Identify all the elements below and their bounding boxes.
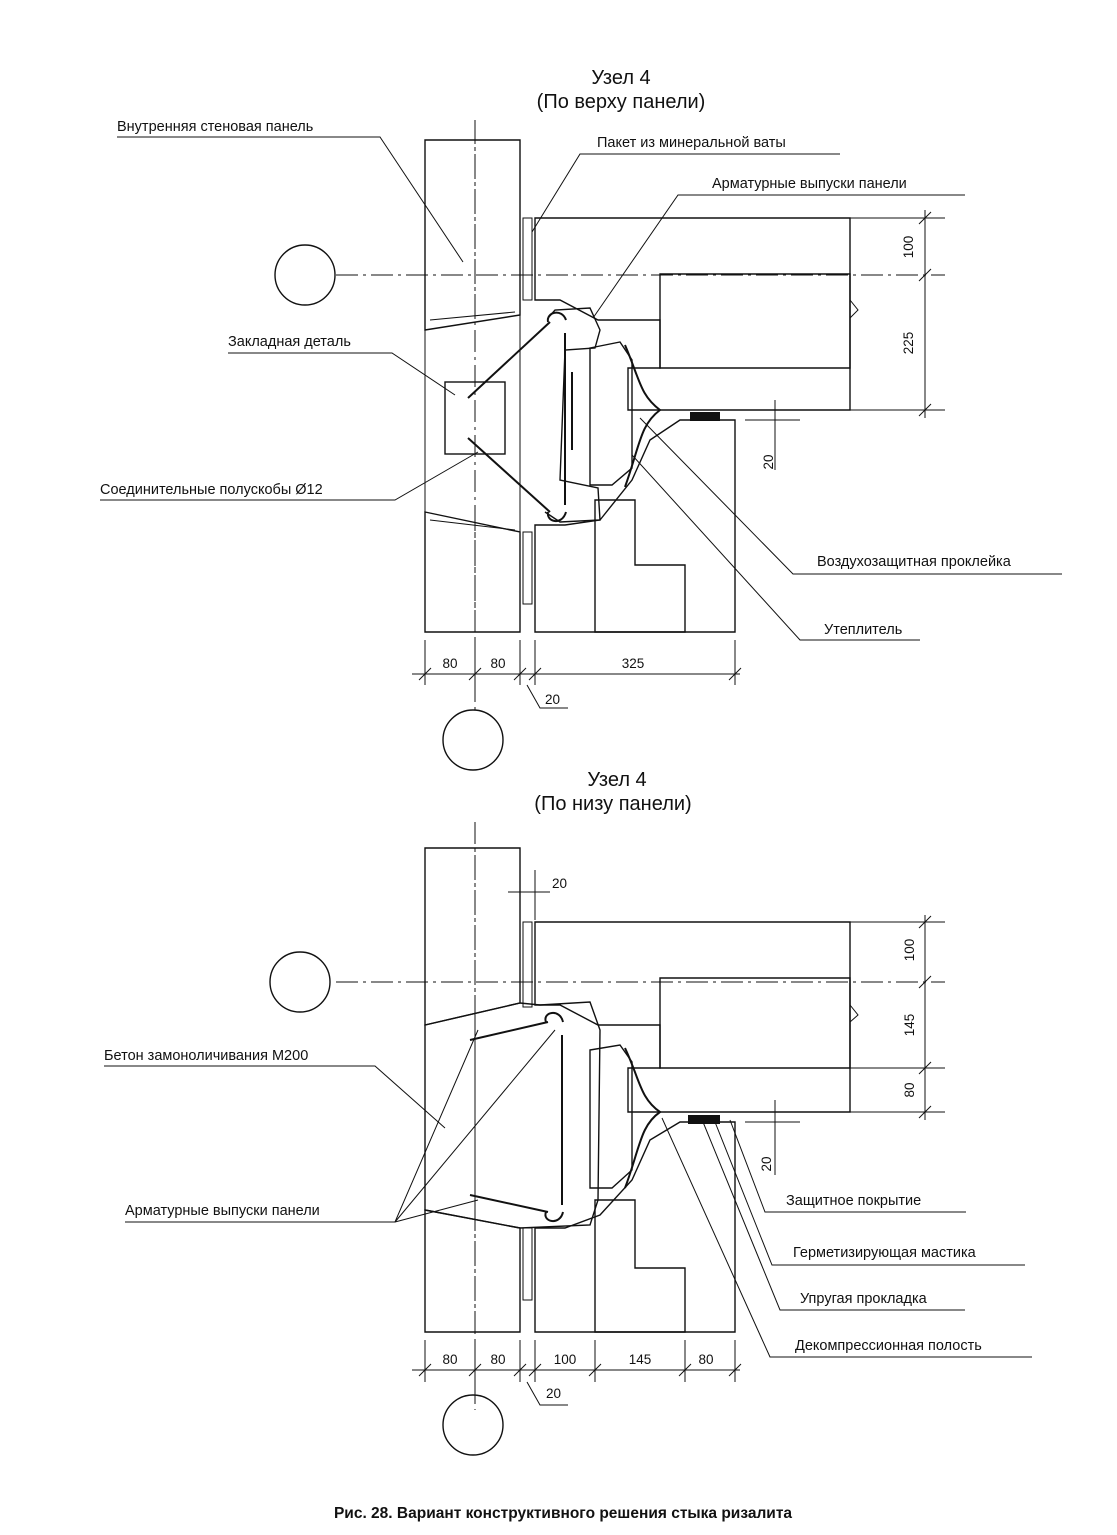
mineral-wool-strip <box>522 1227 533 1301</box>
node-bottom-subtitle: (По низу панели) <box>534 793 691 815</box>
inner-wall-panel-bottom <box>424 847 521 1333</box>
dim-80-b-bottom: 80 <box>490 1352 505 1367</box>
connecting-half-brackets <box>467 311 573 522</box>
node-top-subtitle: (По верху панели) <box>537 91 706 113</box>
dimension-right-bottom: 100 145 80 20 <box>745 915 945 1175</box>
dim-80-right: 80 <box>902 1082 917 1097</box>
node-bottom-title: Узел 4 <box>587 769 646 791</box>
axis-bubble <box>269 951 331 1013</box>
dim-225: 225 <box>901 332 916 355</box>
dim-20-vertical: 20 <box>761 454 776 469</box>
dim-20-top: 20 <box>552 876 567 891</box>
dim-20-gap-bottom: 20 <box>546 1386 561 1401</box>
label-connecting-half-brackets: Соединительные полускобы Ø12 <box>100 482 323 498</box>
node-top: Узел 4 (По верху панели) <box>100 67 1062 771</box>
outer-panel-lower-bottom <box>534 1121 736 1333</box>
axis-bubble <box>442 1394 504 1456</box>
node-bottom: Узел 4 (По низу панели) <box>104 769 1032 1456</box>
sealant <box>690 412 720 421</box>
node-top-title: Узел 4 <box>591 67 650 89</box>
outer-panel-upper-bottom <box>534 921 859 1113</box>
label-air-protective-tape: Воздухозащитная проклейка <box>817 554 1012 570</box>
dim-100: 100 <box>901 236 916 259</box>
label-protective-coating: Защитное покрытие <box>786 1193 921 1209</box>
insulation-block <box>589 1044 633 1189</box>
label-decompression-cavity: Декомпрессионная полость <box>795 1338 982 1354</box>
panel-rebar-outlets <box>469 1012 564 1222</box>
air-protective-membrane <box>624 1047 662 1189</box>
dim-20-vertical-bottom: 20 <box>759 1156 774 1171</box>
sealant <box>688 1115 720 1124</box>
mineral-wool-strip <box>522 217 533 301</box>
label-insulation: Утеплитель <box>824 622 902 638</box>
label-inner-wall-panel: Внутренняя стеновая панель <box>117 119 313 135</box>
axis-bubble <box>274 244 336 306</box>
dimension-right: 100 225 20 <box>745 210 945 470</box>
inner-wall-panel <box>424 139 521 633</box>
dim-80-a: 80 <box>442 656 457 671</box>
label-mineral-wool-pack: Пакет из минеральной ваты <box>597 135 786 151</box>
label-panel-rebar-outlets: Арматурные выпуски панели <box>712 176 907 192</box>
outer-panel-upper <box>534 217 859 411</box>
mineral-wool-strip <box>522 921 533 1008</box>
label-embedded-part: Закладная деталь <box>228 334 351 350</box>
dim-80-a-bottom: 80 <box>442 1352 457 1367</box>
dimension-bottom-bottom: 80 80 100 145 80 20 <box>412 1340 742 1406</box>
dim-100-right: 100 <box>902 939 917 962</box>
dim-100-bottom: 100 <box>554 1352 577 1367</box>
label-panel-rebar-outlets-bottom: Арматурные выпуски панели <box>125 1203 320 1219</box>
label-sealing-mastic: Герметизирующая мастика <box>793 1245 977 1261</box>
dim-145-right: 145 <box>902 1014 917 1037</box>
dim-325: 325 <box>622 656 645 671</box>
figure-caption: Рис. 28. Вариант конструктивного решения… <box>334 1505 792 1522</box>
air-protective-membrane <box>624 344 662 488</box>
insulation-block <box>589 341 633 486</box>
dimension-bottom: 80 80 325 20 <box>412 640 742 709</box>
dim-80-bottom: 80 <box>698 1352 713 1367</box>
dim-20-gap: 20 <box>545 692 560 707</box>
outer-panel-lower <box>534 419 736 633</box>
dim-145-bottom: 145 <box>629 1352 652 1367</box>
concrete-fill <box>424 1001 601 1229</box>
label-concrete-fill: Бетон замоноличивания М200 <box>104 1048 308 1064</box>
label-elastic-gasket: Упругая прокладка <box>800 1291 928 1307</box>
mineral-wool-strip <box>522 531 533 605</box>
axis-bubble <box>442 709 504 771</box>
dimension-top-20: 20 <box>508 870 567 920</box>
dim-80-b: 80 <box>490 656 505 671</box>
